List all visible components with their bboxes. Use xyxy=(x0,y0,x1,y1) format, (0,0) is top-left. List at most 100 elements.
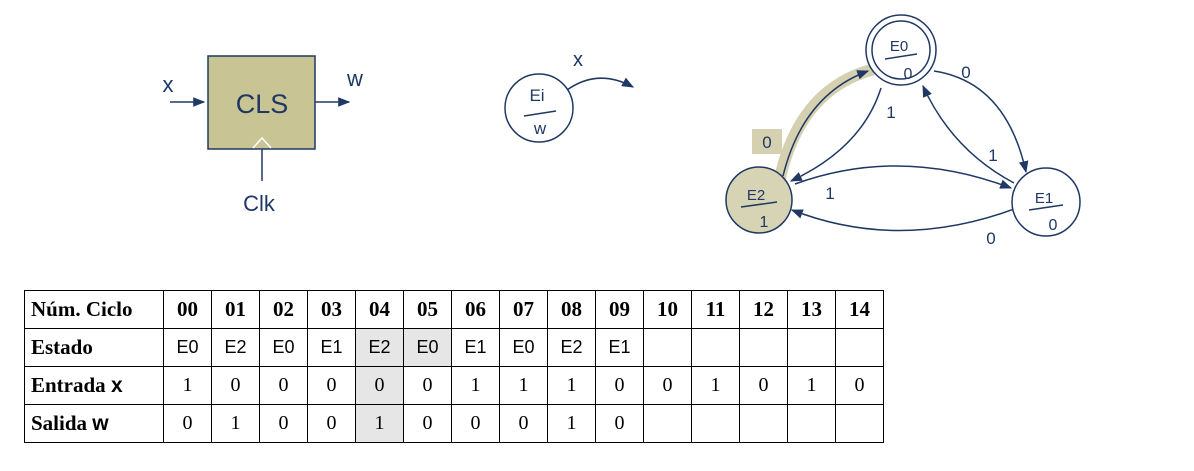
table-cell: E2 xyxy=(547,328,596,367)
table-cell xyxy=(643,328,692,367)
table-cell: E0 xyxy=(163,328,212,367)
transition-e1-e2 xyxy=(790,207,1018,232)
table-cell xyxy=(739,328,788,367)
table-cell: E2 xyxy=(355,328,404,367)
state-e2-output: 1 xyxy=(760,214,769,231)
row-label-text: Entrada xyxy=(31,373,111,397)
cycle-header: 00 xyxy=(163,290,212,329)
transition-label-e1-e2: 0 xyxy=(986,229,995,248)
trace-table: Núm. Ciclo 00 01 02 03 04 05 06 07 08 09… xyxy=(24,290,884,443)
row-label-variable: w xyxy=(92,412,109,435)
state-e0-output: 0 xyxy=(904,66,913,83)
table-cell: E1 xyxy=(595,328,644,367)
table-cell xyxy=(787,404,836,443)
cycle-header: 09 xyxy=(595,290,644,329)
state-e2-divider xyxy=(740,201,778,208)
transition-e2-e0 xyxy=(782,70,870,177)
table-cell: E0 xyxy=(259,328,308,367)
transition-label-e0-e2: 1 xyxy=(886,103,895,122)
state-machine: 0 1 0 1 1 0 E0 0 E2 1 xyxy=(725,14,1081,248)
table-cell xyxy=(643,404,692,443)
cls-output-label: w xyxy=(346,66,363,91)
state-e2: E2 1 xyxy=(725,166,793,234)
table-cell: 0 xyxy=(403,404,452,443)
table-cell: 0 xyxy=(595,366,644,405)
row-label-text: Estado xyxy=(31,335,93,359)
table-cell: 0 xyxy=(499,404,548,443)
table-cell: E0 xyxy=(403,328,452,367)
state-e2-circle xyxy=(725,166,793,234)
table-cell: 0 xyxy=(643,366,692,405)
table-cell: 1 xyxy=(787,366,836,405)
row-label-variable: x xyxy=(110,374,123,397)
table-cell: 1 xyxy=(547,366,596,405)
diagram-canvas: CLS x w Clk Ei w x xyxy=(163,14,1081,248)
legend-arrow xyxy=(566,77,635,91)
transition-label-e2-e1: 1 xyxy=(825,184,834,203)
legend-input-label: x xyxy=(573,49,583,71)
transition-label-highlight xyxy=(752,129,782,154)
row-label-text: Salida xyxy=(31,411,93,435)
cycle-header: 07 xyxy=(499,290,548,329)
clock-label: Clk xyxy=(243,191,276,216)
table-cell: E1 xyxy=(451,328,500,367)
table-cell: 1 xyxy=(691,366,740,405)
cycle-header: 01 xyxy=(211,290,260,329)
state-e0-inner-circle xyxy=(871,20,931,80)
cycle-header: 02 xyxy=(259,290,308,329)
table-cell: 0 xyxy=(403,366,452,405)
clock-triangle-icon xyxy=(252,136,272,149)
table-cell: E1 xyxy=(307,328,356,367)
cls-block: CLS x w Clk xyxy=(163,55,363,216)
state-e1-output: 0 xyxy=(1049,217,1058,234)
table-cell: 0 xyxy=(451,404,500,443)
table-header-row: Núm. Ciclo 00 01 02 03 04 05 06 07 08 09… xyxy=(24,290,884,329)
table-cell xyxy=(835,328,884,367)
state-e2-name: E2 xyxy=(747,187,765,204)
table-cell: 0 xyxy=(259,366,308,405)
state-e0-divider xyxy=(884,53,918,60)
transition-label-e2-e0: 0 xyxy=(762,133,771,152)
cycle-header: 10 xyxy=(643,290,692,329)
table-cell xyxy=(691,404,740,443)
table-cell: 0 xyxy=(739,366,788,405)
table-cell: 0 xyxy=(307,404,356,443)
transition-e0-e1 xyxy=(933,70,1029,174)
cycle-header: 06 xyxy=(451,290,500,329)
table-cell: 0 xyxy=(211,366,260,405)
transition-e1-e0 xyxy=(922,84,1015,184)
table-cell: E0 xyxy=(499,328,548,367)
cycle-header: 13 xyxy=(787,290,836,329)
row-label: Salida w xyxy=(24,404,164,443)
table-cell: 0 xyxy=(259,404,308,443)
legend-circle xyxy=(504,73,574,143)
table-cell: 0 xyxy=(163,404,212,443)
transition-e0-e2 xyxy=(789,87,882,182)
cycle-header: 05 xyxy=(403,290,452,329)
row-label: Estado xyxy=(24,328,164,367)
cycle-header-label: Núm. Ciclo xyxy=(24,290,164,329)
cls-block-name: CLS xyxy=(236,89,289,119)
legend-state-label: Ei xyxy=(529,86,544,105)
table-cell: 0 xyxy=(355,366,404,405)
table-cell: 1 xyxy=(451,366,500,405)
table-cell xyxy=(691,328,740,367)
table-cell: 0 xyxy=(307,366,356,405)
state-e0-name: E0 xyxy=(890,38,908,55)
table-cell xyxy=(787,328,836,367)
cycle-header: 14 xyxy=(835,290,884,329)
table-cell: 0 xyxy=(595,404,644,443)
table-cell: 1 xyxy=(211,404,260,443)
cycle-header: 04 xyxy=(355,290,404,329)
cls-block-box xyxy=(207,55,316,150)
cycle-header: 11 xyxy=(691,290,740,329)
table-cell: 1 xyxy=(163,366,212,405)
cycle-header: 12 xyxy=(739,290,788,329)
table-cell: 1 xyxy=(547,404,596,443)
row-label: Entrada x xyxy=(24,366,164,405)
